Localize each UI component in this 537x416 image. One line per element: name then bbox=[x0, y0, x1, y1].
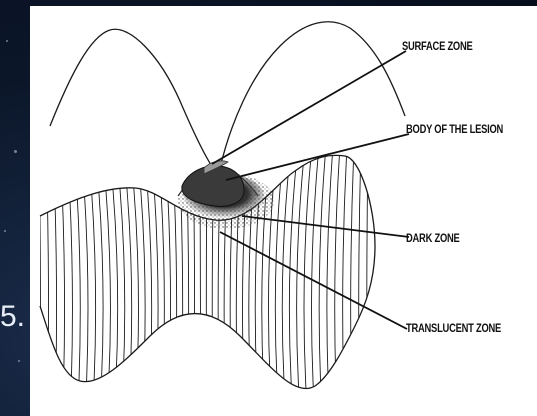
tubule-line bbox=[319, 146, 326, 406]
tubule-line bbox=[410, 146, 415, 406]
tubule-line bbox=[53, 146, 57, 406]
tubule-line bbox=[335, 146, 340, 406]
enamel-outline-left bbox=[50, 29, 213, 168]
tubule-line bbox=[351, 146, 354, 406]
tubule-line bbox=[95, 146, 103, 406]
diagram-panel: SURFACE ZONE BODY OF THE LESION DARK ZON… bbox=[30, 6, 537, 416]
tubule-line bbox=[102, 146, 110, 406]
tubule-line bbox=[367, 146, 368, 406]
tooth-lesion-diagram bbox=[30, 6, 537, 416]
tubule-line bbox=[343, 146, 347, 406]
tubule-line bbox=[403, 146, 407, 406]
tubule-line bbox=[396, 146, 399, 406]
label-dark-zone: DARK ZONE bbox=[406, 231, 460, 245]
tubule-line bbox=[389, 146, 391, 406]
slide-number-fragment: 5. bbox=[0, 302, 25, 332]
leader-surface-zone bbox=[212, 51, 406, 164]
label-translucent-zone: TRANSLUCENT ZONE bbox=[406, 321, 501, 335]
leader-body-of-lesion bbox=[226, 134, 409, 180]
tubule-line bbox=[312, 146, 319, 406]
tubule-line bbox=[67, 146, 72, 406]
tubule-line bbox=[382, 146, 383, 406]
tubule-line bbox=[165, 146, 171, 406]
tubule-line bbox=[88, 146, 96, 406]
enamel-outline-right bbox=[220, 22, 405, 168]
leader-dark-zone bbox=[242, 216, 409, 237]
label-body-of-lesion: BODY OF THE LESION bbox=[406, 122, 503, 136]
tubule-line bbox=[172, 146, 177, 406]
leader-translucent-zone bbox=[220, 232, 407, 329]
tubule-line bbox=[46, 146, 49, 406]
tubule-line bbox=[359, 146, 361, 406]
label-surface-zone: SURFACE ZONE bbox=[402, 39, 473, 53]
tubule-line bbox=[39, 146, 40, 406]
tubule-line bbox=[158, 146, 164, 406]
tubule-line bbox=[81, 146, 88, 406]
tubule-line bbox=[74, 146, 80, 406]
tubule-line bbox=[151, 146, 158, 406]
